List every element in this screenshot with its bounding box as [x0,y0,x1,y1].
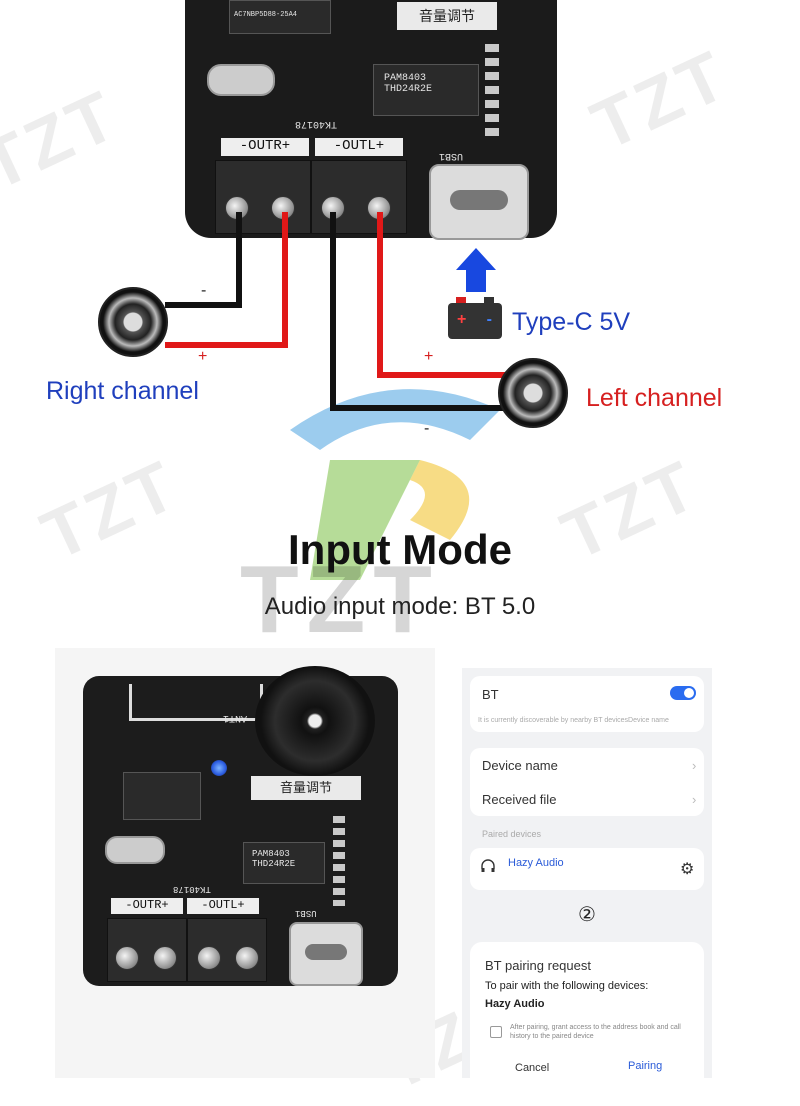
smd-components [333,816,345,906]
usb-label: USB1 [295,908,317,918]
volume-knob [255,666,375,776]
out-l-text: -OUTL+ [333,138,385,154]
right-minus-sign: - [201,282,207,299]
out-r-text: -OUTR+ [239,138,291,154]
pairing-button[interactable]: Pairing [628,1060,663,1072]
volume-label: 音量调节 [419,8,475,24]
power-label: Type-C 5V [512,308,631,336]
pairing-dialog-text: To pair with the following devices: [485,980,649,992]
volume-label: 音量调节 [279,780,332,795]
right-channel-label: Right channel [46,377,199,405]
crystal [207,64,275,96]
left-minus-sign: - [424,420,430,437]
speaker-right [98,287,168,357]
pam-chip-code: THD24R2E [384,84,433,95]
ac-chip-label: AC7NBP5D88-25A4 [234,11,298,19]
paired-device-name: Hazy Audio [508,857,564,869]
access-checkbox[interactable] [490,1026,502,1038]
paired-devices-header: Paired devices [482,829,542,839]
amplifier-board-bottom: ANT1 音量调节 PAM8403 THD24R2E TK40178 USB1 … [83,666,398,986]
left-plus-sign: + [424,348,434,365]
phone-bluetooth-screen: BT It is currently discoverable by nearb… [462,668,712,1078]
status-led [211,760,227,776]
pam-chip-label: PAM8403 [384,73,427,84]
wire-right-positive [165,212,288,348]
wiring-diagram [165,212,505,411]
volume-label-box: 音量调节 [397,2,497,30]
usb-c-port [429,164,529,240]
smd-components [485,44,499,140]
screw-terminal [235,946,259,970]
ac-chip: AC7NBP5D88-25A4 [229,0,331,34]
right-plus-sign: + [198,348,208,365]
bt-hint: It is currently discoverable by nearby B… [478,717,669,724]
pairing-dialog-title: BT pairing request [485,958,591,973]
wire-right-negative [165,212,242,308]
step-number: ② [578,904,596,926]
screw-terminal [197,946,221,970]
battery-icon: + - [448,297,502,339]
cancel-button[interactable]: Cancel [515,1062,550,1074]
power-arrow [456,248,496,292]
bt-toggle[interactable] [670,686,696,700]
battery-plus: + [457,311,467,328]
crystal [105,836,165,864]
volume-label-box: 音量调节 [251,776,361,800]
pairing-dialog: BT pairing request To pair with the foll… [470,942,704,1078]
pam-chip: PAM8403 THD24R2E [243,842,325,884]
screw-terminal [153,946,177,970]
left-channel-label: Left channel [586,384,723,412]
gear-icon[interactable]: ⚙ [680,861,695,878]
pam-chip-code: THD24R2E [252,859,296,869]
wire-left-positive [377,212,505,378]
logo-watermark [290,389,500,580]
bt-label: BT [482,687,499,702]
headphones-icon [480,858,496,874]
chevron-right-icon: › [692,792,697,807]
speaker-left [498,358,568,428]
bt-card: BT It is currently discoverable by nearb… [470,676,704,732]
page-title: Input Mode [288,526,512,573]
battery-minus: - [486,311,492,328]
out-r-label: -OUTR+ [111,898,183,914]
logo-watermark-text: TZT [240,546,440,653]
pairing-dialog-device: Hazy Audio [485,998,545,1010]
access-checkbox-text: After pairing, grant access to the addre… [510,1024,681,1040]
tk-label: TK40178 [173,884,211,894]
device-name-item[interactable]: Device name [482,758,558,773]
out-r-text: -OUTR+ [125,898,169,912]
out-l-label: -OUTL+ [187,898,259,914]
amplifier-board-top: AC7NBP5D88-25A4 PAM8403 THD24R2E 音量调节 TK… [185,0,557,240]
wire-left-negative [330,212,505,411]
pam-chip: PAM8403 THD24R2E [373,64,479,116]
pam-chip-label: PAM8403 [252,849,290,859]
out-l-label: -OUTL+ [315,138,403,156]
paired-device-card[interactable]: Hazy Audio ⚙ [470,848,704,890]
chevron-right-icon: › [692,758,697,773]
received-file-item[interactable]: Received file [482,792,557,807]
ac-chip [123,772,201,820]
screw-terminal [115,946,139,970]
out-l-text: -OUTL+ [201,898,245,912]
page-subtitle: Audio input mode: BT 5.0 [264,593,536,620]
settings-card: Device name › Received file › [470,748,704,816]
ant-label: ANT1 [223,712,248,723]
usb-c-port [289,922,363,986]
out-r-label: -OUTR+ [221,138,309,156]
